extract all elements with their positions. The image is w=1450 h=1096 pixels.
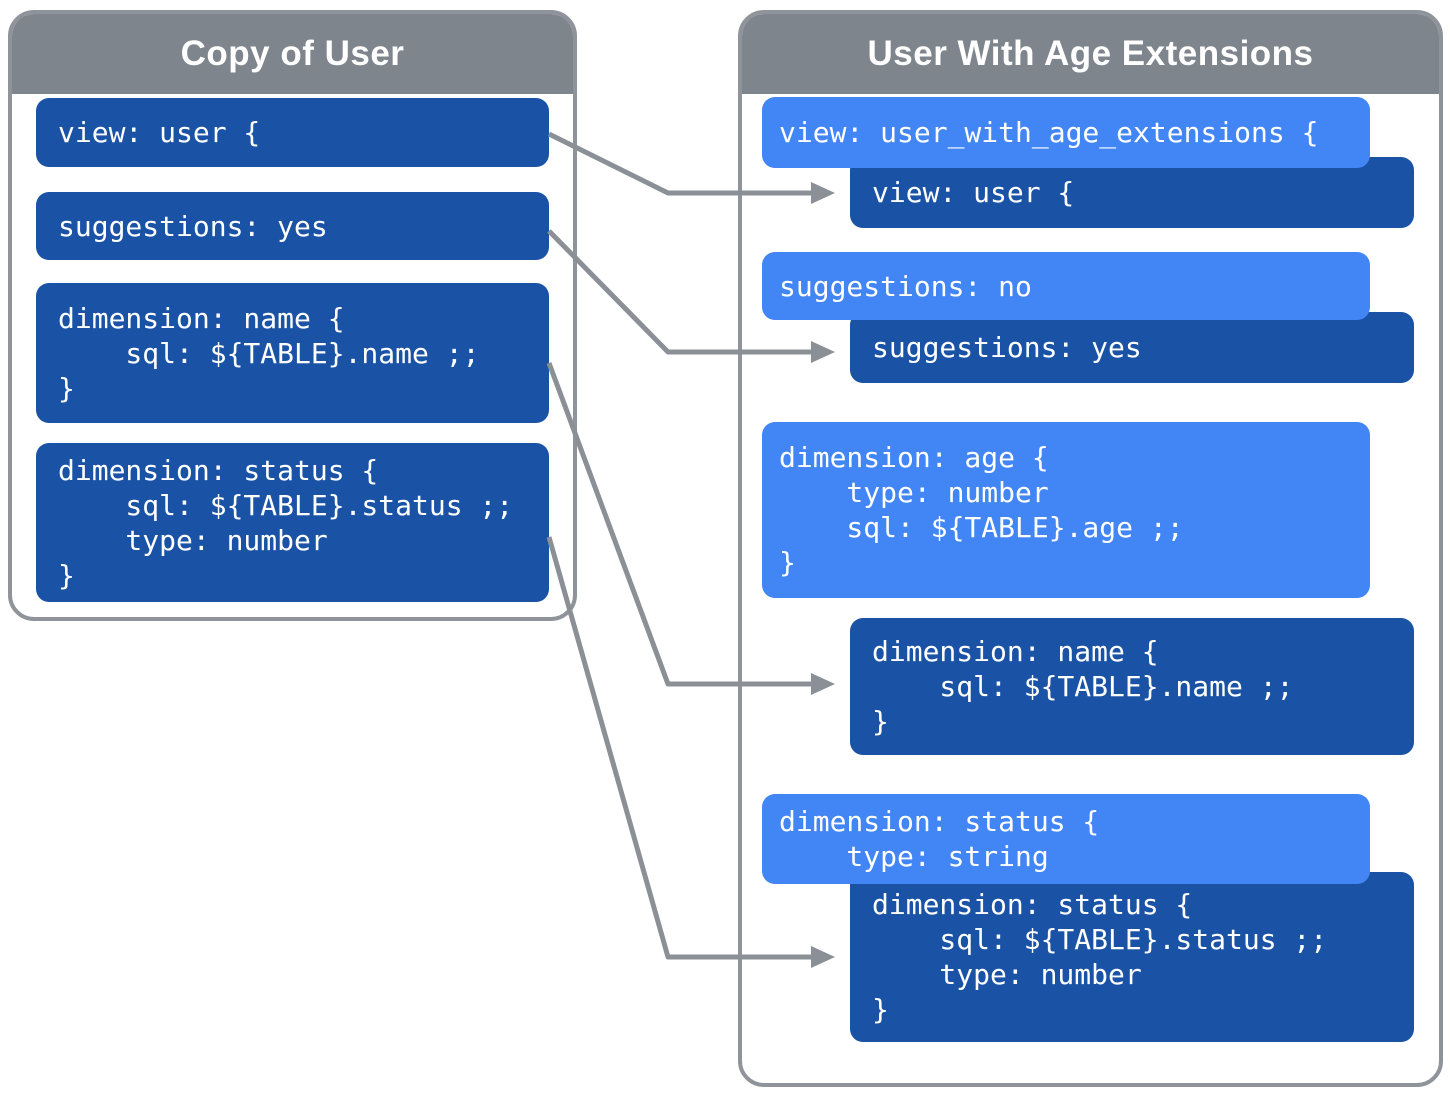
code-text: suggestions: yes: [58, 209, 328, 243]
code-text: dimension: status { sql: ${TABLE}.status…: [58, 453, 514, 592]
code-block-dimension-name: dimension: name { sql: ${TABLE}.name ;; …: [36, 283, 549, 423]
code-block-view-user: view: user {: [36, 98, 549, 167]
code-block-ext-view-user-with-age-extensions: view: user_with_age_extensions {: [762, 97, 1370, 168]
code-block-ext-dimension-age: dimension: age { type: number sql: ${TAB…: [762, 422, 1370, 598]
code-block-dimension-status: dimension: status { sql: ${TABLE}.status…: [36, 443, 549, 602]
code-text: dimension: name { sql: ${TABLE}.name ;; …: [872, 635, 1294, 738]
code-text: suggestions: yes: [872, 331, 1142, 364]
code-text: suggestions: no: [779, 269, 1032, 303]
panel-user-with-age-extensions-header: User With Age Extensions: [742, 14, 1439, 94]
panel-copy-of-user-header: Copy of User: [12, 14, 573, 94]
panel-title: User With Age Extensions: [867, 34, 1314, 73]
code-text: view: user_with_age_extensions {: [779, 116, 1319, 149]
code-block-base-view-user: view: user {: [850, 157, 1414, 228]
code-block-ext-dimension-status: dimension: status { type: string: [762, 794, 1370, 884]
code-text: dimension: age { type: number sql: ${TAB…: [779, 441, 1184, 579]
code-block-base-suggestions-yes: suggestions: yes: [850, 312, 1414, 383]
code-block-base-dimension-status: dimension: status { sql: ${TABLE}.status…: [850, 872, 1414, 1042]
code-block-base-dimension-name: dimension: name { sql: ${TABLE}.name ;; …: [850, 618, 1414, 755]
code-block-ext-suggestions-no: suggestions: no: [762, 252, 1370, 320]
code-text: dimension: status { type: string: [779, 805, 1100, 873]
code-text: view: user {: [58, 116, 261, 149]
code-text: view: user {: [872, 176, 1075, 209]
code-block-suggestions-yes: suggestions: yes: [36, 192, 549, 260]
code-text: dimension: name { sql: ${TABLE}.name ;; …: [58, 301, 480, 405]
panel-title: Copy of User: [180, 34, 405, 73]
code-text: dimension: status { sql: ${TABLE}.status…: [872, 888, 1328, 1026]
